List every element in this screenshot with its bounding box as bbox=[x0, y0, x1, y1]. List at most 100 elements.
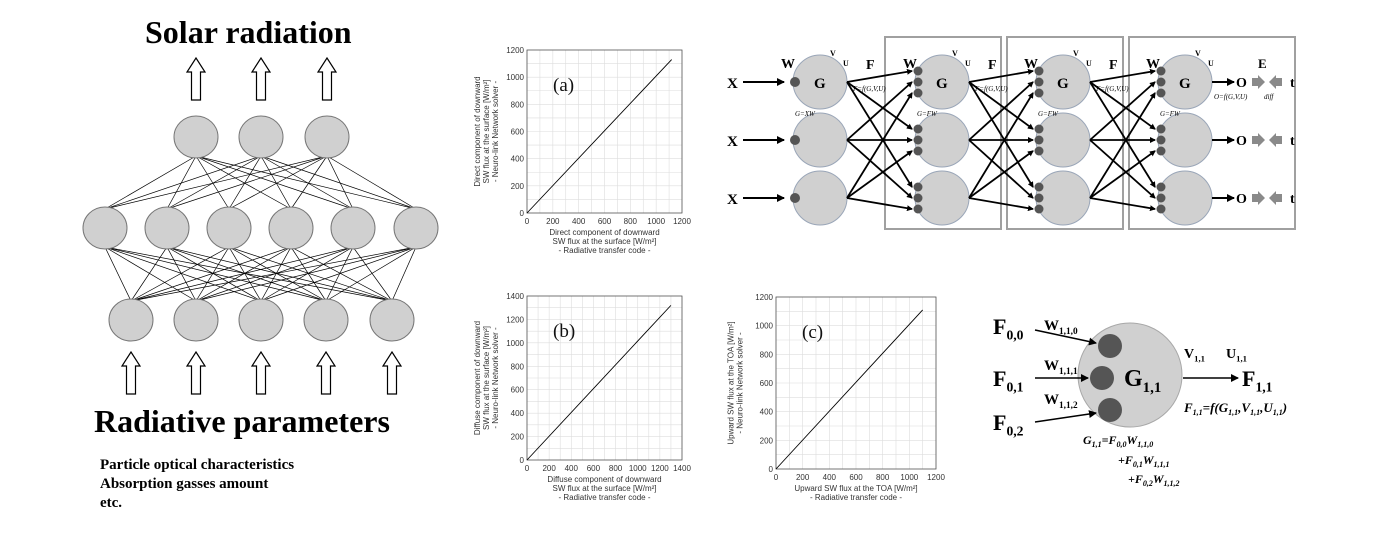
node-g-label: G bbox=[1179, 76, 1191, 92]
plot-frame bbox=[526, 49, 683, 214]
error-arrow-left-icon bbox=[1269, 133, 1282, 147]
target-t-label: t bbox=[1290, 76, 1295, 91]
x-tick-label: 1200 bbox=[651, 464, 669, 473]
input-dot bbox=[790, 193, 800, 203]
weight-node-1 bbox=[1090, 366, 1114, 390]
layer-connection bbox=[1089, 92, 1156, 199]
input-dot bbox=[1034, 124, 1044, 134]
node-u-label: U bbox=[1086, 59, 1092, 68]
x-tick-label: 1000 bbox=[629, 464, 647, 473]
input-f01-label: F0,1 bbox=[993, 366, 1024, 395]
input-arrow-0 bbox=[1034, 329, 1097, 346]
layer-connection bbox=[968, 81, 1034, 188]
connection-line bbox=[228, 155, 262, 210]
weight-node-2 bbox=[1098, 398, 1122, 422]
x-tick-label: 1000 bbox=[647, 217, 665, 226]
layer-box-2 bbox=[1006, 36, 1124, 230]
weight-node-0 bbox=[1098, 334, 1122, 358]
connection-line bbox=[104, 155, 197, 210]
x-tick-label: 1200 bbox=[927, 473, 945, 482]
y-tick-label: 800 bbox=[511, 100, 525, 109]
input-x-label: X bbox=[727, 76, 738, 92]
x-tick-label: 600 bbox=[598, 217, 612, 226]
node-g11-label: G1,1 bbox=[1124, 366, 1161, 396]
connection-line bbox=[228, 246, 327, 302]
plot-frame bbox=[775, 296, 937, 470]
weight-w112-label: W1,1,2 bbox=[1044, 392, 1078, 411]
input-dot bbox=[1034, 182, 1044, 192]
input-dot bbox=[913, 135, 923, 145]
layer-connection bbox=[846, 68, 913, 83]
connection-line bbox=[166, 155, 262, 210]
node-g-label: G bbox=[1057, 76, 1069, 92]
x-axis-label: - Radiative transfer code - bbox=[558, 246, 650, 255]
neuron-node bbox=[330, 206, 376, 250]
input-dot bbox=[913, 124, 923, 134]
neuron-node bbox=[173, 115, 219, 159]
output-o-label: O bbox=[1236, 76, 1247, 91]
weight-w110-label: W1,1,0 bbox=[1044, 318, 1078, 337]
output-arrow-icon bbox=[185, 56, 207, 101]
y-tick-label: 0 bbox=[520, 209, 525, 218]
y-axis-label: Direct component of downward bbox=[473, 76, 482, 186]
layer-connection bbox=[1089, 81, 1156, 141]
x-tick-label: 0 bbox=[774, 473, 779, 482]
connection-line bbox=[326, 155, 354, 210]
layer-connection bbox=[968, 92, 1034, 199]
x-tick-label: 800 bbox=[609, 464, 623, 473]
connection-line bbox=[260, 155, 292, 210]
x-axis-label: - Radiative transfer code - bbox=[558, 493, 650, 502]
weight-w-label: W bbox=[781, 57, 795, 72]
network-node bbox=[792, 112, 848, 168]
plot-tag: (c) bbox=[802, 322, 823, 343]
connection-line bbox=[290, 246, 327, 302]
layer-connection bbox=[968, 81, 1034, 141]
layer-connection bbox=[968, 197, 1034, 212]
y-tick-label: 1400 bbox=[506, 292, 524, 301]
y-axis-label-group: Upward SW flux at the TOA [W/m²]- Neuro-… bbox=[727, 321, 745, 444]
connection-line bbox=[290, 155, 328, 210]
plot-tag: (a) bbox=[553, 75, 574, 96]
layer-connection bbox=[846, 150, 913, 199]
connection-line bbox=[260, 155, 417, 210]
formula-line-1: G1,1=F0,0W1,1,0 bbox=[1083, 433, 1153, 449]
layer-connection bbox=[846, 197, 913, 212]
neuron-node bbox=[304, 115, 350, 159]
connection-line bbox=[352, 246, 393, 302]
layer-connection bbox=[968, 81, 1034, 130]
connection-line bbox=[104, 246, 393, 302]
g-formula: G=XW bbox=[795, 110, 816, 118]
connection-line bbox=[166, 155, 197, 210]
y-tick-label: 1000 bbox=[506, 73, 524, 82]
layer-connection bbox=[846, 81, 913, 130]
connection-line bbox=[166, 246, 262, 302]
layer-connection bbox=[1089, 81, 1156, 188]
x-axis-label: Diffuse component of downward bbox=[547, 475, 661, 484]
output-f-label: F bbox=[988, 58, 997, 73]
solar-radiation-title: Solar radiation bbox=[145, 14, 352, 50]
input-dot bbox=[913, 66, 923, 76]
x-tick-label: 1200 bbox=[673, 217, 691, 226]
connection-line bbox=[290, 246, 393, 302]
connection-line bbox=[195, 246, 230, 302]
input-dot bbox=[1156, 77, 1166, 87]
y-tick-label: 1200 bbox=[506, 46, 524, 55]
input-dot bbox=[913, 88, 923, 98]
formula-line-3: +F0,2W1,1,2 bbox=[1128, 472, 1180, 488]
y-axis-label: Upward SW flux at the TOA [W/m²] bbox=[727, 321, 736, 444]
input-dot bbox=[1034, 77, 1044, 87]
input-dot bbox=[790, 77, 800, 87]
weight-w-label: W bbox=[1024, 57, 1038, 72]
layer-connection bbox=[968, 139, 1034, 199]
y-axis-label: - Neuro-link Network solver - bbox=[736, 332, 745, 434]
connection-line bbox=[260, 155, 354, 210]
layer-connection bbox=[846, 81, 913, 188]
network-node bbox=[914, 112, 970, 168]
f-formula: F=f(G,V,U) bbox=[1095, 85, 1129, 93]
layer-connection bbox=[1089, 81, 1156, 130]
formula-line-2: +F0,1W1,1,1 bbox=[1118, 453, 1170, 469]
target-t-label: t bbox=[1290, 134, 1295, 149]
